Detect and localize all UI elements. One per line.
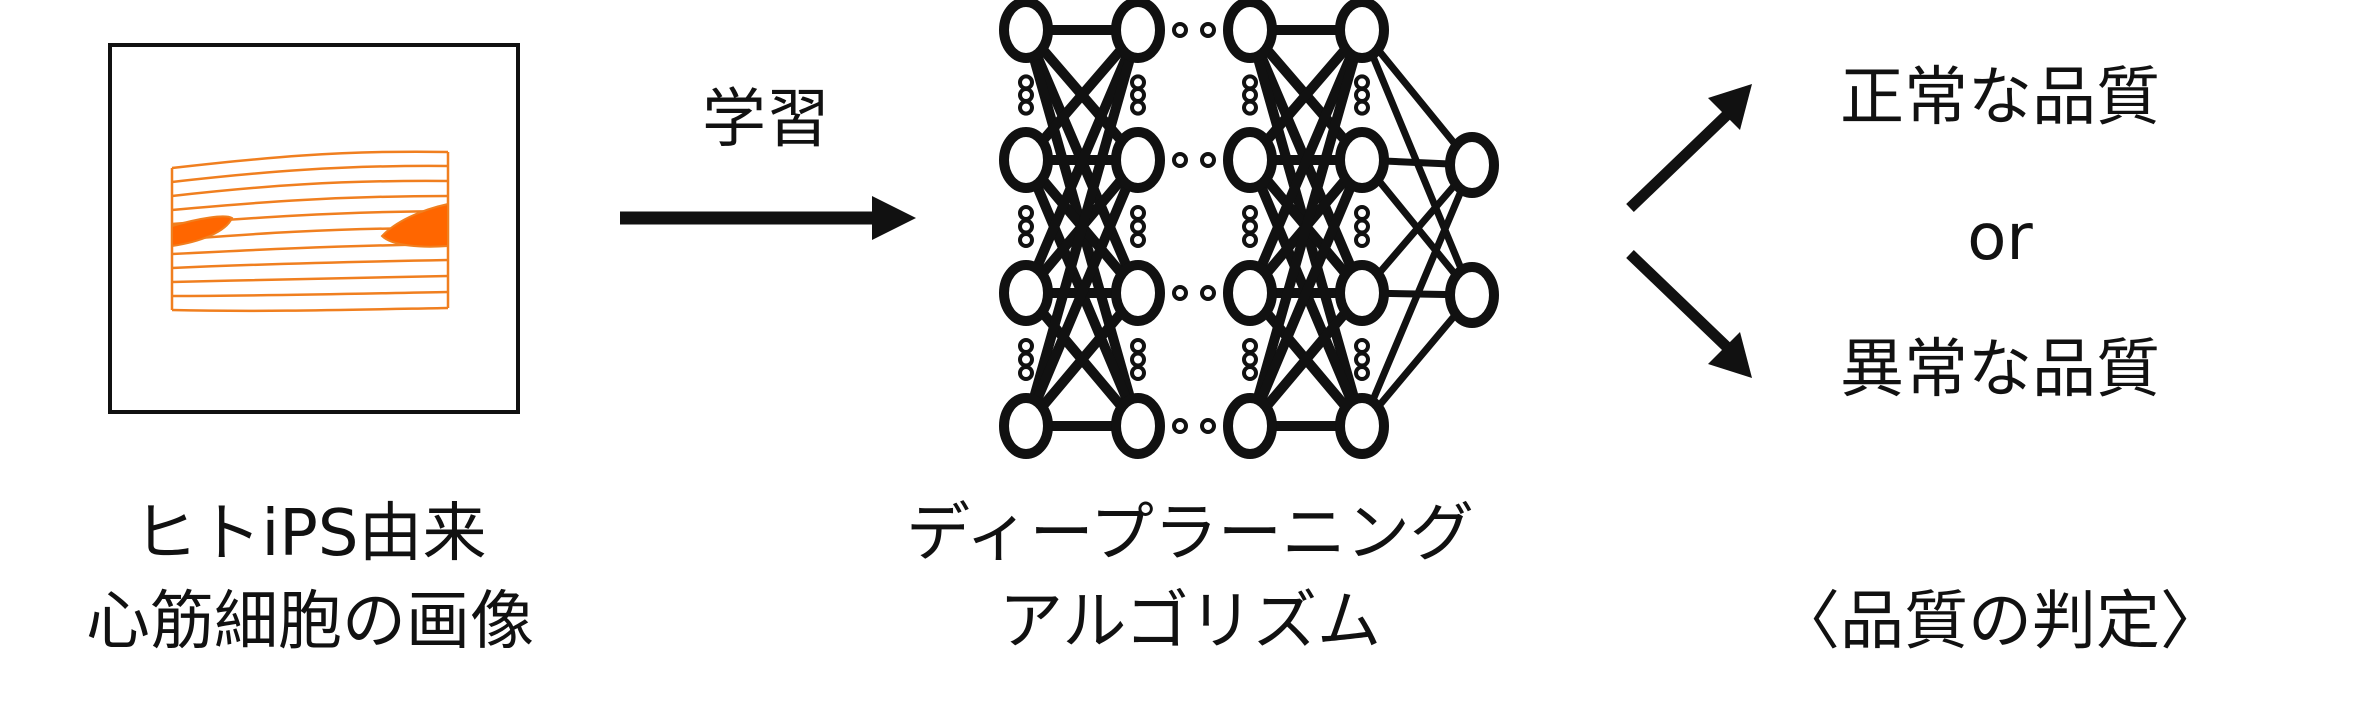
ellipsis-dot [1242, 74, 1258, 91]
network-node [1445, 132, 1499, 198]
ellipsis-dot [1354, 218, 1370, 235]
ellipsis-dot [1130, 74, 1146, 91]
network-connection [1358, 161, 1476, 430]
ellipsis-dot [1130, 99, 1146, 116]
cell-nucleus-right [380, 202, 449, 248]
ellipsis-dot [1130, 351, 1146, 368]
ellipsis-dot [1354, 205, 1370, 221]
ellipsis-dot [1242, 365, 1258, 381]
network-node [1111, 393, 1165, 459]
ellipsis-dot [1354, 99, 1370, 116]
network-connection [1021, 25, 1143, 431]
network-node [1111, 127, 1165, 193]
ellipsis-dot [1172, 285, 1188, 301]
ellipsis-dot [1172, 152, 1188, 168]
ellipsis-dot [1354, 74, 1370, 91]
ellipsis-dot [1018, 99, 1034, 116]
ellipsis-dot [1018, 365, 1034, 381]
network-connection [1021, 155, 1143, 431]
ellipsis-dot [1242, 232, 1258, 248]
network-node [1223, 393, 1277, 459]
network-node [1335, 260, 1389, 326]
ellipsis-dot [1130, 205, 1146, 221]
ellipsis-dot [1172, 418, 1188, 434]
network-node [999, 127, 1053, 193]
or-label: or [1967, 201, 2033, 275]
ellipsis-dot [1018, 74, 1034, 91]
ellipsis-dot [1242, 87, 1258, 103]
learn-label: 学習 [702, 83, 830, 157]
ellipsis-dot [1018, 205, 1034, 221]
network-connection [1245, 25, 1367, 298]
network-node [1335, 0, 1389, 63]
ellipsis-dot [1354, 87, 1370, 103]
ellipsis-dot [1200, 22, 1216, 38]
ellipsis-dot [1200, 152, 1216, 168]
ellipsis-dot [1354, 232, 1370, 248]
normal-arrow-shaft [1626, 108, 1734, 212]
network-node [999, 260, 1053, 326]
network-node [1111, 0, 1165, 63]
network-node [999, 0, 1053, 63]
ellipsis-dot [1242, 218, 1258, 235]
ellipsis-dot [1130, 87, 1146, 103]
ellipsis-dot [1242, 351, 1258, 368]
network-node [1335, 393, 1389, 459]
network-node [1223, 127, 1277, 193]
neural-network [999, 0, 1499, 459]
ellipsis-dot [1130, 338, 1146, 354]
network-connection [1021, 25, 1143, 298]
ellipsis-dot [1200, 418, 1216, 434]
ellipsis-dot [1354, 351, 1370, 368]
abnormal-quality-label: 異常な品質 [1840, 333, 2160, 407]
learn-arrow-head [872, 196, 916, 240]
network-connection [1245, 25, 1367, 431]
normal-quality-label: 正常な品質 [1840, 61, 2160, 135]
network-node [1335, 127, 1389, 193]
ellipsis-dot [1200, 285, 1216, 301]
network-node [1223, 0, 1277, 63]
ellipsis-dot [1130, 218, 1146, 235]
ellipsis-dot [1172, 22, 1188, 38]
ellipsis-dot [1130, 365, 1146, 381]
algorithm-caption-line1: ディープラーニング [906, 497, 1474, 571]
ellipsis-dot [1242, 205, 1258, 221]
network-connection [1245, 155, 1367, 431]
normal-arrow-head [1708, 84, 1752, 130]
network-node [1111, 260, 1165, 326]
algorithm-caption-line2: アルゴリズム [998, 585, 1382, 659]
ellipsis-dot [1018, 232, 1034, 248]
ellipsis-dot [1018, 218, 1034, 235]
input-caption-line1: ヒトiPS由来 [133, 497, 487, 571]
ellipsis-dot [1354, 365, 1370, 381]
ellipsis-dot [1242, 99, 1258, 116]
network-node [1445, 262, 1499, 328]
ellipsis-dot [1354, 338, 1370, 354]
network-node [999, 393, 1053, 459]
abnormal-arrow-shaft [1626, 250, 1734, 354]
ellipsis-dot [1018, 351, 1034, 368]
ellipsis-dot [1018, 87, 1034, 103]
judgement-caption: 〈品質の判定〉 [1776, 585, 2224, 659]
ellipsis-dot [1130, 232, 1146, 248]
network-node [1223, 260, 1277, 326]
ellipsis-dot [1242, 338, 1258, 354]
ellipsis-dot [1018, 338, 1034, 354]
abnormal-arrow-head [1708, 332, 1752, 378]
input-caption-line2: 心筋細胞の画像 [86, 585, 534, 659]
cell-nucleus-left [171, 215, 234, 248]
